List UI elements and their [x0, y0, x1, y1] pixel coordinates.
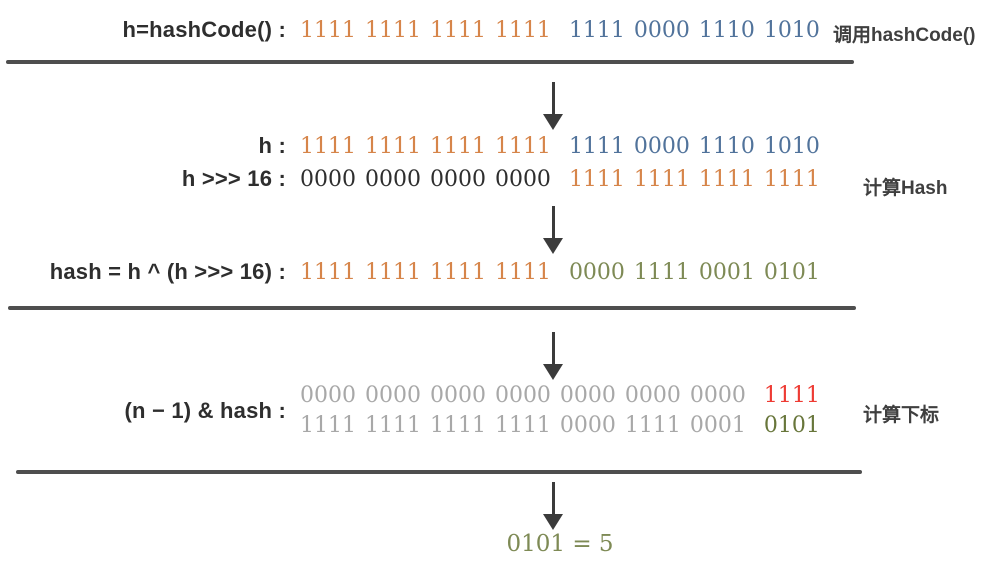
result-value: 0101 = 5 — [506, 531, 614, 557]
step2-shift-row: h >>> 16 : 0000 0000 0000 0000 1111 1111… — [0, 165, 820, 195]
step2-shift-binary: 0000 0000 0000 0000 1111 1111 1111 1111 — [300, 165, 820, 195]
step1-binary-low-bits: 1111 0000 1110 1010 — [568, 18, 820, 43]
step3-binary-low-bits: 0000 1111 0001 0101 — [568, 260, 820, 285]
step4-hash-gray-bits: 1111 1111 1111 1111 0000 1111 0001 — [300, 413, 746, 438]
step2-shift-zero-bits: 0000 0000 0000 0000 — [300, 167, 551, 192]
arrow-head — [543, 114, 563, 130]
arrow-head — [543, 238, 563, 254]
step2-h-row: h : 1111 1111 1111 1111 1111 0000 1110 1… — [0, 132, 820, 162]
down-arrow-3 — [543, 332, 563, 380]
step4-label: (n − 1) & hash : — [124, 398, 286, 423]
arrow-stem — [551, 332, 555, 364]
step1-binary-high-bits: 1111 1111 1111 1111 — [300, 18, 551, 43]
down-arrow-4 — [543, 482, 563, 530]
step1-hashcode-row: h=hashCode() : 1111 1111 1111 1111 1111 … — [0, 16, 820, 46]
divider-3 — [16, 470, 862, 474]
step3-xor-row: hash = h ^ (h >>> 16) : 1111 1111 1111 1… — [0, 258, 820, 288]
step2-h-high-bits: 1111 1111 1111 1111 — [300, 134, 551, 159]
step2-h-binary: 1111 1111 1111 1111 1111 0000 1110 1010 — [300, 132, 820, 162]
divider-2 — [8, 306, 856, 310]
step1-binary: 1111 1111 1111 1111 1111 0000 1110 1010 — [300, 16, 820, 46]
arrow-head — [543, 514, 563, 530]
arrow-stem — [551, 82, 555, 114]
step3-binary-high-bits: 1111 1111 1111 1111 — [300, 260, 551, 285]
step2-shift-label: h >>> 16 : — [181, 166, 286, 191]
arrow-stem — [551, 482, 555, 514]
step4-index-row: (n − 1) & hash : 0000 0000 0000 0000 000… — [0, 381, 820, 441]
down-arrow-1 — [543, 82, 563, 130]
step2-h-low-bits: 1111 0000 1110 1010 — [568, 134, 820, 159]
arrow-stem — [551, 206, 555, 238]
step4-hash-binary: 1111 1111 1111 1111 0000 1111 0001 0101 — [300, 411, 820, 441]
step1-label: h=hashCode() : — [122, 17, 286, 42]
step4-binary-column: 0000 0000 0000 0000 0000 0000 0000 1111 … — [300, 381, 820, 441]
step4-hash-olive-bits: 0101 — [763, 413, 820, 438]
step3-binary: 1111 1111 1111 1111 0000 1111 0001 0101 — [300, 258, 820, 288]
step1-side-label: 调用hashCode() — [833, 25, 976, 46]
step4-side-label: 计算下标 — [863, 405, 940, 426]
divider-1 — [6, 60, 854, 64]
step2-h-label: h : — [258, 133, 286, 158]
step4-mask-binary: 0000 0000 0000 0000 0000 0000 0000 1111 — [300, 381, 820, 411]
arrow-head — [543, 364, 563, 380]
step4-mask-red-bits: 1111 — [763, 383, 820, 408]
step4-mask-gray-bits: 0000 0000 0000 0000 0000 0000 0000 — [300, 383, 746, 408]
step2-side-label: 计算Hash — [863, 178, 948, 199]
step3-label: hash = h ^ (h >>> 16) : — [49, 259, 286, 284]
down-arrow-2 — [543, 206, 563, 254]
step2-shift-one-bits: 1111 1111 1111 1111 — [568, 167, 820, 192]
